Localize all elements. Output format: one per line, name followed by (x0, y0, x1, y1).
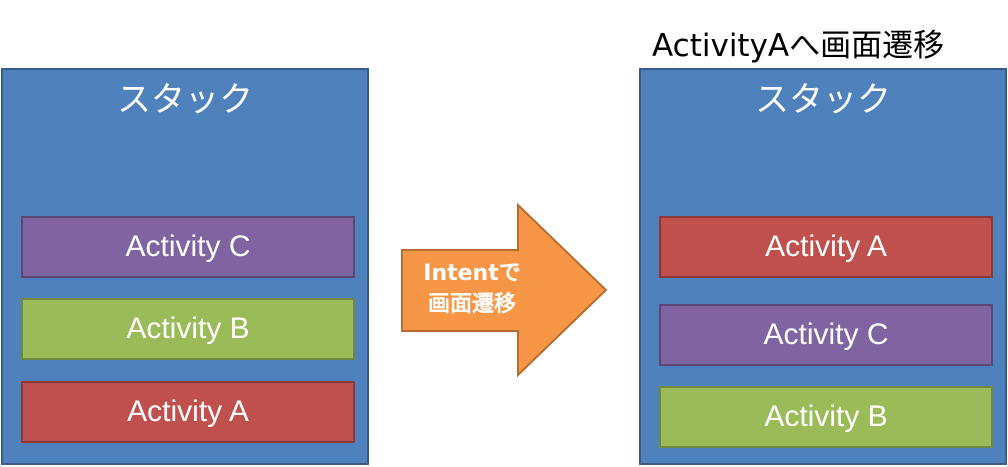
stack-before: スタック Activity C Activity B Activity A (1, 68, 369, 465)
activity-block: Activity A (659, 216, 993, 278)
arrow-label: Intentで 画面遷移 (402, 258, 542, 320)
arrow-label-line1: Intentで (423, 261, 521, 286)
activity-block: Activity A (21, 381, 355, 443)
activity-block: Activity B (21, 298, 355, 360)
stack-title: スタック (755, 80, 891, 120)
activity-block: Activity B (659, 386, 993, 448)
activity-block: Activity C (21, 216, 355, 278)
arrow-label-line2: 画面遷移 (427, 292, 516, 317)
stack-title: スタック (117, 80, 253, 120)
transition-heading: ActivityAへ画面遷移 (652, 28, 945, 64)
activity-block: Activity C (659, 304, 993, 366)
transition-arrow-icon (401, 203, 608, 378)
stack-after: スタック Activity A Activity C Activity B (639, 68, 1007, 465)
